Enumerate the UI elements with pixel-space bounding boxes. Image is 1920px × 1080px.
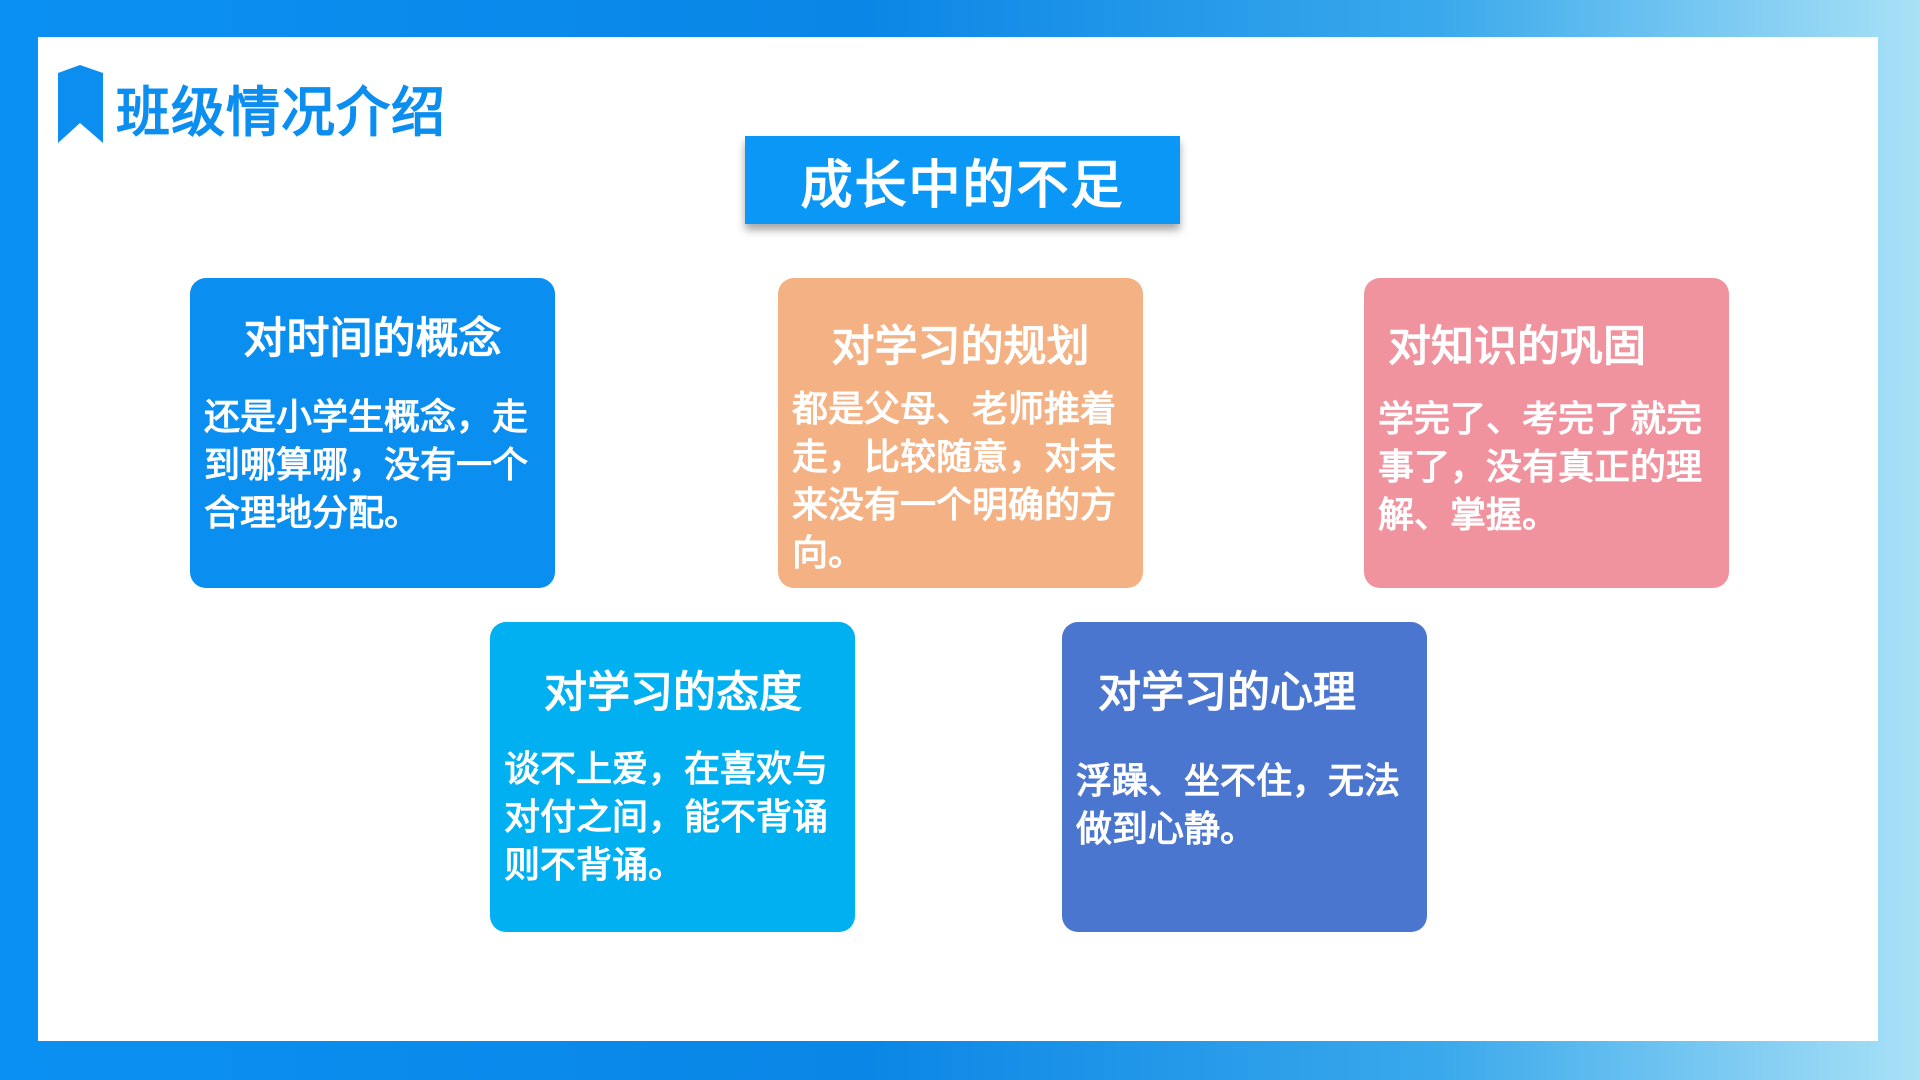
card-title: 对学习的心理 xyxy=(1098,668,1356,718)
card-knowledge-consolidation: 对知识的巩固 学完了、考完了就完事了，没有真正的理解、掌握。 xyxy=(1364,278,1729,588)
card-body: 都是父母、老师推着走，比较随意，对未来没有一个明确的方向。 xyxy=(792,389,1117,574)
page-title: 班级情况介绍 xyxy=(116,81,446,144)
card-study-mentality: 对学习的心理 浮躁、坐不住，无法做到心静。 xyxy=(1062,622,1427,932)
card-body: 学完了、考完了就完事了，没有真正的理解、掌握。 xyxy=(1378,399,1703,536)
card-title: 对学习的规划 xyxy=(831,322,1090,372)
card-time-concept: 对时间的概念 还是小学生概念，走到哪算哪，没有一个合理地分配。 xyxy=(190,278,555,588)
section-title: 成长中的不足 xyxy=(745,136,1180,224)
card-body: 浮躁、坐不住，无法做到心静。 xyxy=(1076,761,1401,850)
card-title: 对时间的概念 xyxy=(243,314,502,364)
card-title: 对知识的巩固 xyxy=(1388,322,1646,372)
card-title: 对学习的态度 xyxy=(544,668,802,718)
card-body: 谈不上爱，在喜欢与对付之间，能不背诵则不背诵。 xyxy=(504,749,829,886)
card-study-planning: 对学习的规划 都是父母、老师推着走，比较随意，对未来没有一个明确的方向。 xyxy=(778,278,1143,588)
card-body: 还是小学生概念，走到哪算哪，没有一个合理地分配。 xyxy=(204,397,529,534)
card-study-attitude: 对学习的态度 谈不上爱，在喜欢与对付之间，能不背诵则不背诵。 xyxy=(490,622,855,932)
bookmark-icon xyxy=(58,65,103,143)
